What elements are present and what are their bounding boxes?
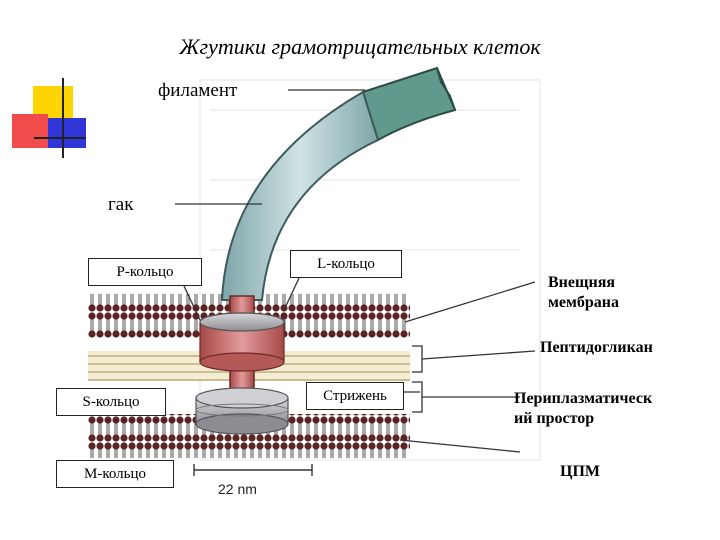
m-ring-label: M-кольцо — [56, 460, 174, 488]
periplasmic-label: Периплазматическ ий простор — [514, 390, 653, 427]
deco-vertical-line — [62, 78, 64, 158]
scale-label: 22 nm — [218, 481, 257, 497]
filament-label: филамент — [158, 80, 238, 101]
hook-label: гак — [108, 194, 134, 215]
page-title: Жгутики грамотрицательных клеток — [179, 34, 541, 59]
s-ring-disc — [195, 387, 289, 409]
outer-membrane-label: Внещняя мембрана — [548, 274, 620, 311]
filament — [361, 66, 457, 142]
pointer-lines — [165, 89, 536, 453]
deco-red-square — [12, 114, 48, 148]
l-ring-label: L-кольцо — [290, 250, 402, 278]
s-ring-label: S-кольцо — [56, 388, 166, 416]
deco-horizontal-line — [34, 137, 86, 139]
p-ring-label: P-кольцо — [88, 258, 202, 286]
peptidoglycan-label: Пептидогликан — [540, 339, 653, 356]
deco-blue-square — [48, 118, 86, 148]
scale-bar — [193, 464, 313, 476]
rod-label: Стрижень — [306, 382, 404, 410]
cpm-label: ЦПМ — [560, 463, 600, 480]
hook — [220, 90, 380, 301]
